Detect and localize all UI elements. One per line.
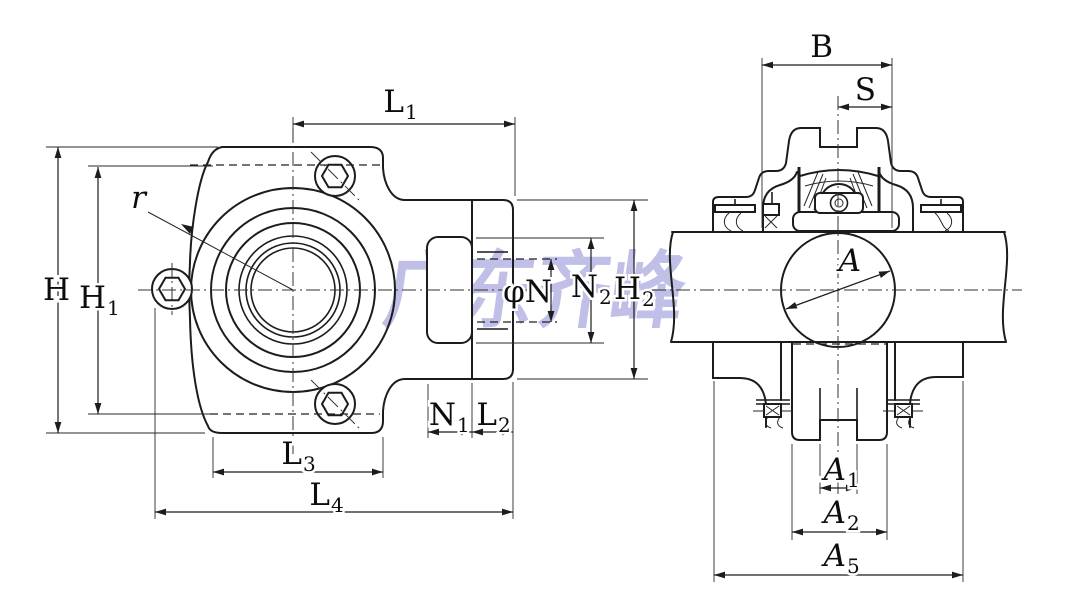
dim-label-l3: L 3	[279, 434, 318, 479]
side-bolt-right	[920, 199, 962, 232]
bolt-hex-top	[320, 163, 350, 189]
dim-label-b: B	[808, 27, 836, 68]
dimension-lines-section	[714, 61, 963, 579]
bearing-internals	[714, 167, 962, 232]
svg-text:1: 1	[847, 468, 860, 492]
svg-text:2: 2	[847, 511, 860, 535]
cap-inner-right	[878, 171, 914, 232]
thread-lines	[477, 251, 508, 330]
svg-text:5: 5	[847, 554, 860, 578]
svg-text:A: A	[836, 243, 861, 279]
svg-text:H: H	[79, 280, 106, 316]
svg-text:L: L	[476, 397, 497, 433]
lower-body	[791, 341, 888, 441]
dimension-lines-front	[54, 120, 638, 516]
svg-text:A: A	[821, 538, 846, 574]
dim-label-l1: L 1	[381, 82, 420, 127]
svg-text:L: L	[281, 436, 302, 472]
lower-bolt-left	[753, 399, 793, 429]
svg-text:3: 3	[303, 452, 316, 476]
dim-label-s: S	[852, 70, 878, 111]
cap-inner-left	[762, 171, 798, 232]
dim-label-a2: A 2	[818, 493, 862, 538]
svg-text:H: H	[614, 271, 641, 307]
svg-text:2: 2	[498, 413, 511, 437]
dim-label-h1: H 1	[76, 278, 122, 323]
svg-text:H: H	[43, 272, 70, 308]
bolt-hex-bottom	[320, 391, 350, 417]
svg-text:2: 2	[599, 285, 612, 309]
svg-text:A: A	[821, 452, 846, 488]
svg-text:2: 2	[642, 287, 655, 311]
svg-text:L: L	[383, 84, 404, 120]
radius-leader	[147, 211, 294, 291]
svg-text:S: S	[855, 72, 876, 108]
lower-bolt-right	[883, 399, 923, 429]
dim-label-n2: N 2	[568, 267, 614, 312]
dim-label-r: r	[129, 178, 151, 219]
dim-label-h2: H 2	[611, 269, 657, 314]
dim-label-phi-n: φN	[501, 272, 555, 313]
dim-label-h: H	[40, 270, 72, 311]
dim-label-a1: A 1	[818, 450, 862, 495]
front-view: H H 1 r L 1 N 1 L 2 L 3 L 4 φN	[40, 82, 657, 520]
svg-text:1: 1	[457, 413, 470, 437]
housing-outline	[188, 146, 514, 434]
inner-ring-sleeve	[792, 211, 900, 232]
bolt-hex-left	[157, 276, 187, 302]
dim-label-a: A	[833, 241, 863, 282]
set-screw	[762, 192, 780, 229]
dim-label-l2: L 2	[474, 395, 513, 440]
svg-text:N: N	[571, 269, 598, 305]
extension-lines-section	[713, 58, 964, 582]
side-bolt-left	[714, 199, 756, 232]
hidden-lines	[190, 164, 557, 415]
svg-text:φN: φN	[503, 274, 552, 310]
centerlines-section	[652, 96, 1022, 506]
centerlines-front	[138, 128, 527, 458]
svg-text:B: B	[810, 29, 833, 65]
svg-text:N: N	[429, 397, 456, 433]
dim-label-a5: A 5	[818, 536, 862, 581]
svg-text:4: 4	[331, 493, 344, 517]
dim-label-n1: N 1	[426, 395, 472, 440]
svg-text:L: L	[309, 477, 330, 513]
extension-lines-front	[46, 117, 648, 519]
dim-label-l4: L 4	[307, 475, 346, 520]
section-view: B S A A 1 A 2 A 5	[652, 27, 1022, 582]
svg-text:1: 1	[107, 296, 120, 320]
svg-text:A: A	[821, 495, 846, 531]
svg-text:r: r	[131, 180, 148, 216]
svg-text:1: 1	[405, 100, 418, 124]
